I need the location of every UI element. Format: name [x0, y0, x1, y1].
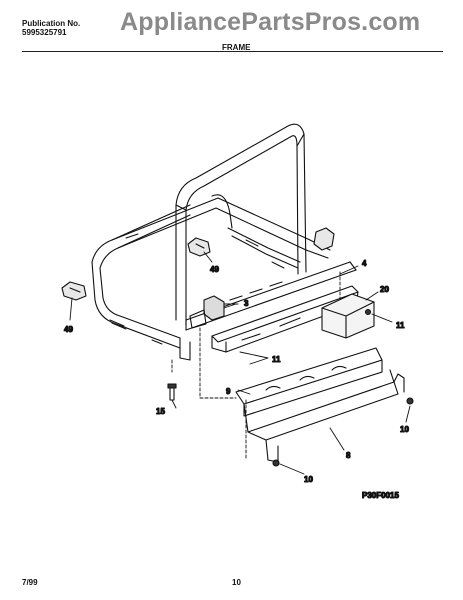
- figure-code: P30F0015: [362, 491, 399, 500]
- cover-box: [321, 293, 375, 339]
- frame-slots: [109, 233, 285, 345]
- publication-number: 5995325791: [22, 28, 67, 37]
- inlet-valve: [189, 295, 239, 329]
- section-title: FRAME: [222, 43, 251, 52]
- callout-49-right: 49: [210, 265, 219, 274]
- screw-10-bottom: [272, 459, 280, 467]
- rear-bracket: [313, 227, 335, 251]
- footer-page-number: 10: [232, 578, 241, 587]
- toe-kick-panel: [235, 347, 383, 417]
- callout-leaders: [69, 251, 411, 475]
- callout-49-left: 49: [64, 325, 73, 334]
- frame-top-rail: [111, 194, 331, 269]
- screw-15: [167, 383, 177, 401]
- frame-base-rails: [185, 261, 357, 331]
- callout-9: 9: [226, 387, 231, 396]
- callout-10-bottom: 10: [304, 475, 313, 484]
- callout-4: 4: [362, 259, 367, 268]
- screw-10-right: [406, 397, 414, 405]
- header-rule: [22, 51, 443, 52]
- frame-rear-arch: [175, 123, 307, 326]
- callout-20: 20: [380, 285, 389, 294]
- callout-11-right: 11: [396, 321, 405, 330]
- watermark: AppliancePartsPros.com: [120, 8, 421, 36]
- callout-3: 3: [244, 299, 249, 308]
- publication-label: Publication No.: [22, 19, 81, 28]
- footer-date: 7/99: [22, 578, 38, 587]
- callout-8: 8: [346, 451, 351, 460]
- callout-15: 15: [156, 407, 165, 416]
- callout-10-right: 10: [400, 425, 409, 434]
- leveling-leg-right: [187, 237, 211, 257]
- leveling-leg-left: [61, 281, 87, 301]
- callout-11-mid: 11: [272, 355, 281, 364]
- screw-11-right: [364, 308, 372, 316]
- lower-kick-plate: [243, 369, 405, 463]
- leader-lines: [171, 271, 341, 461]
